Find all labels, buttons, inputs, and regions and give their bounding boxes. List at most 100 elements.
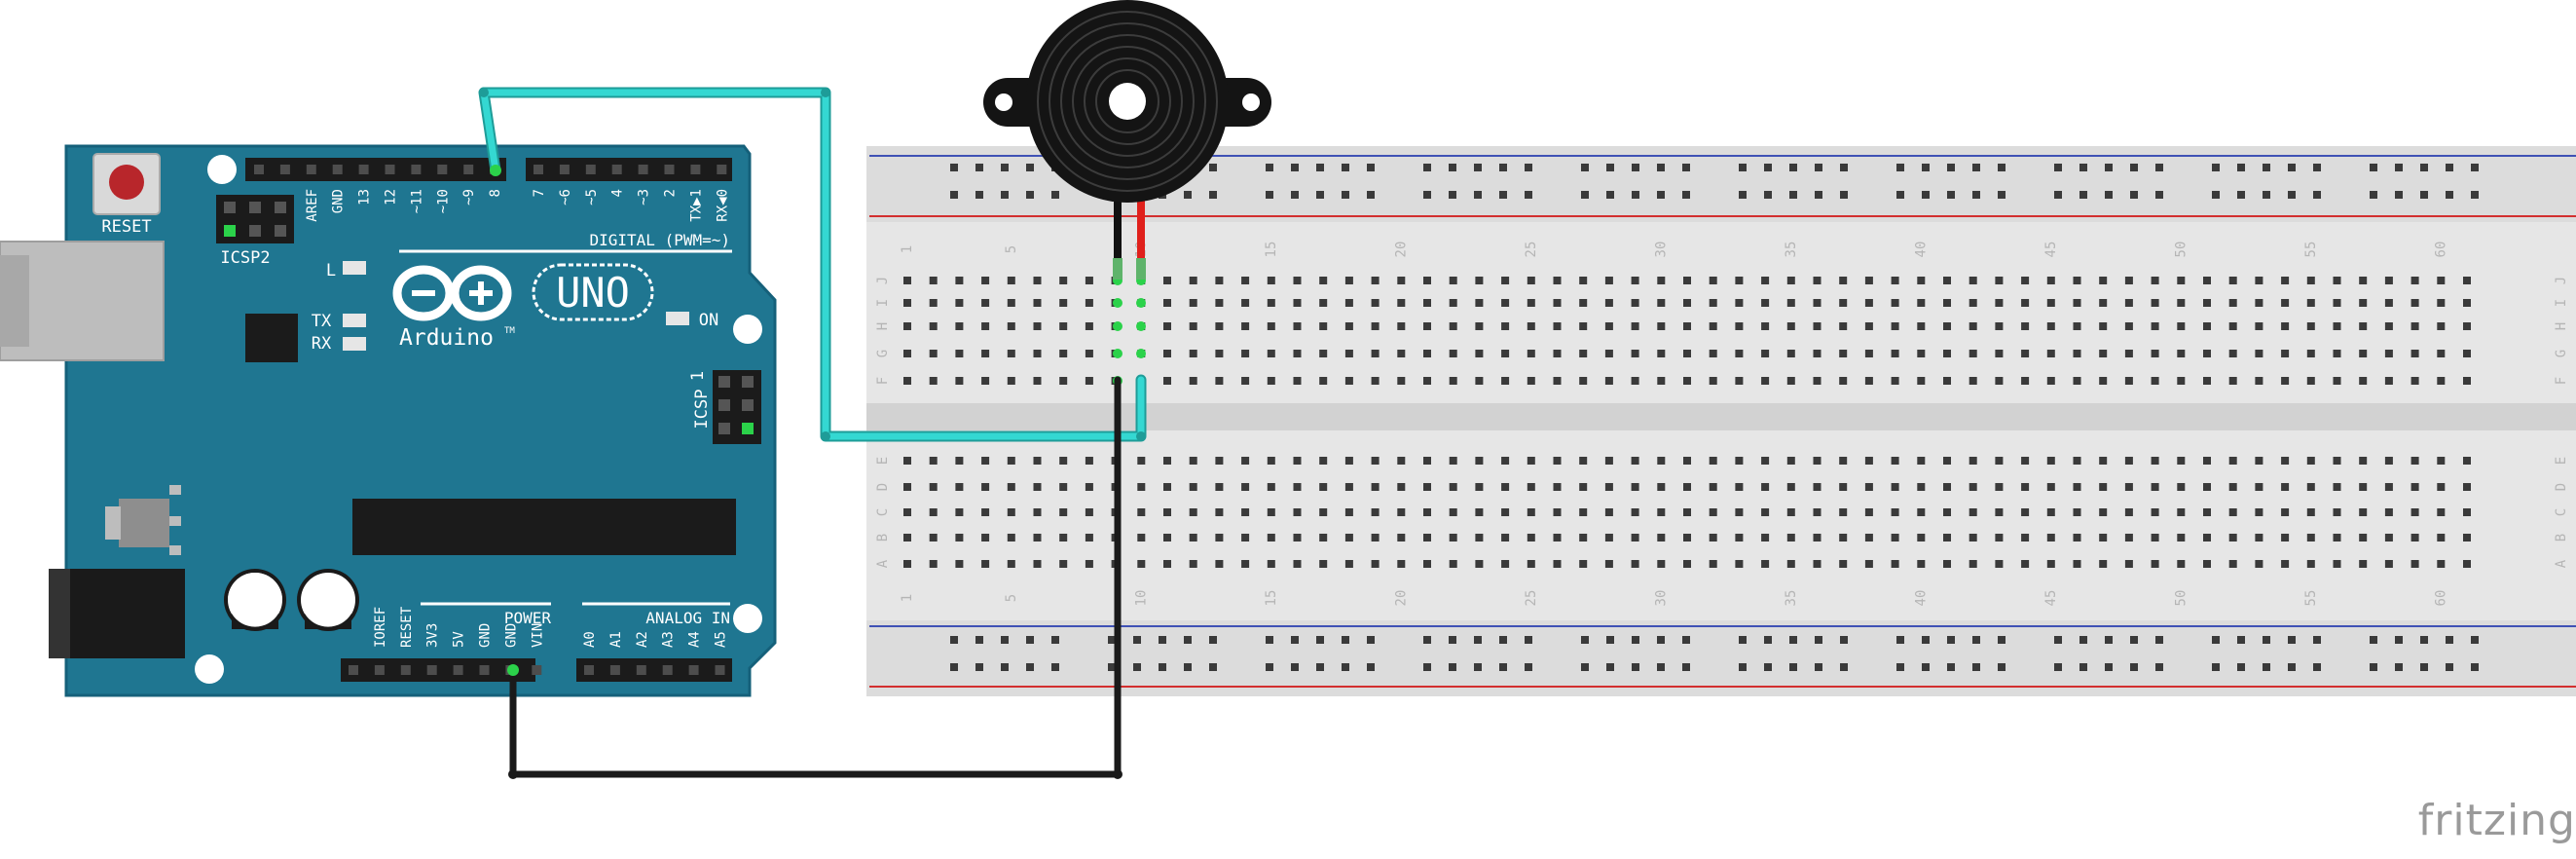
breadboard-hole (1371, 457, 1380, 465)
breadboard-hole (1735, 508, 1744, 516)
breadboard-hole (1917, 299, 1926, 307)
breadboard-hole (1449, 299, 1457, 307)
rail-hole (1159, 663, 1166, 671)
buzzer-lead-tip (1136, 258, 1146, 280)
breadboard-hole (1293, 483, 1302, 491)
breadboard-hole (2203, 457, 2211, 465)
breadboard-hole (1579, 483, 1588, 491)
breadboard-hole (2177, 322, 2186, 330)
breadboard-hole (1137, 508, 1146, 516)
rail-hole (950, 191, 958, 199)
breadboard-hole (1423, 508, 1431, 516)
breadboard-hole (2333, 560, 2341, 568)
breadboard-hole (1761, 322, 1770, 330)
header-pin (611, 165, 622, 174)
breadboard-hole (2021, 457, 2030, 465)
rail-hole (2130, 164, 2138, 171)
breadboard-hole (2228, 277, 2237, 284)
icsp2-label: ICSP2 (220, 248, 270, 268)
breadboard-hole (1475, 534, 1484, 542)
breadboard-hole (2151, 483, 2159, 491)
breadboard-hole (2203, 483, 2211, 491)
breadboard-hole (903, 322, 911, 330)
breadboard-hole (903, 299, 911, 307)
breadboard-hole (903, 457, 911, 465)
breadboard-hole (2410, 299, 2419, 307)
breadboard-hole (2463, 322, 2471, 330)
breadboard-hole (2255, 508, 2263, 516)
breadboard-hole (2410, 322, 2419, 330)
breadboard-hole (1344, 377, 1353, 385)
breadboard-hole (1891, 560, 1899, 568)
rail-hole (1764, 663, 1772, 671)
breadboard-hole (1527, 350, 1535, 357)
breadboard-hole (1631, 534, 1639, 542)
rail-hole (1972, 663, 1980, 671)
uno-badge: UNO (532, 263, 654, 321)
breadboard-hole (2124, 350, 2133, 357)
breadboard-hole (1371, 322, 1380, 330)
breadboard-hole (1241, 508, 1250, 516)
rail-hole (1499, 164, 1507, 171)
breadboard-hole (1527, 483, 1535, 491)
breadboard-hole (1917, 483, 1926, 491)
breadboard-hole (1969, 483, 1977, 491)
breadboard-hole (1579, 534, 1588, 542)
breadboard-hole (1553, 350, 1562, 357)
breadboard-hole (1267, 508, 1275, 516)
rail-hole (1972, 164, 1980, 171)
rail-hole (2212, 636, 2220, 644)
rail-hole (1840, 636, 1848, 644)
breadboard-hole (929, 350, 938, 357)
breadboard-hole (2151, 299, 2159, 307)
breadboard-hole (981, 322, 990, 330)
breadboard-hole (2306, 457, 2315, 465)
led-tx (343, 314, 366, 327)
breadboard-hole (2151, 457, 2159, 465)
breadboard-hole (1891, 534, 1899, 542)
breadboard-hole (1579, 322, 1588, 330)
wire-signal-pin8-to-buzzer[interactable] (478, 87, 1147, 442)
breadboard-hole (2359, 560, 2368, 568)
breadboard-hole (2124, 377, 2133, 385)
breadboard-hole (2384, 483, 2393, 491)
breadboard-hole (1344, 322, 1353, 330)
analog-label: ANALOG IN (645, 609, 730, 627)
rail-hole (2395, 663, 2403, 671)
reset-button-cap[interactable] (109, 165, 144, 200)
breadboard-hole (1189, 299, 1197, 307)
breadboard-hole (1059, 560, 1068, 568)
piezo-buzzer[interactable] (983, 0, 1271, 280)
breadboard-center-channel (866, 403, 2576, 430)
breadboard-hole (1864, 350, 1873, 357)
breadboard-hole (929, 483, 938, 491)
breadboard-hole (1527, 457, 1535, 465)
breadboard-hole (955, 299, 964, 307)
breadboard-hole (2255, 299, 2263, 307)
breadboard-hole (1007, 457, 1015, 465)
rail-hole (1474, 164, 1482, 171)
breadboard-hole (1631, 483, 1639, 491)
breadboard-hole (2046, 299, 2055, 307)
breadboard-hole (2177, 560, 2186, 568)
rail-hole (1266, 164, 1273, 171)
breadboard-hole (1423, 350, 1431, 357)
breadboard-hole (1709, 534, 1717, 542)
rail-hole (1051, 636, 1059, 644)
breadboard-hole (2437, 299, 2446, 307)
breadboard-hole (1657, 322, 1666, 330)
wire-ground-to-buzzer[interactable] (508, 376, 1122, 779)
breadboard-hole (1189, 350, 1197, 357)
breadboard-hole (2384, 560, 2393, 568)
reset-label: RESET (101, 217, 151, 237)
breadboard-hole (903, 508, 911, 516)
breadboard-hole (1163, 483, 1171, 491)
breadboard-hole (1475, 277, 1484, 284)
breadboard-hole (2073, 534, 2081, 542)
row-letter: A (2554, 559, 2569, 568)
breadboard-hole (1683, 322, 1691, 330)
rail-hole (1682, 663, 1690, 671)
breadboard-hole (1657, 508, 1666, 516)
